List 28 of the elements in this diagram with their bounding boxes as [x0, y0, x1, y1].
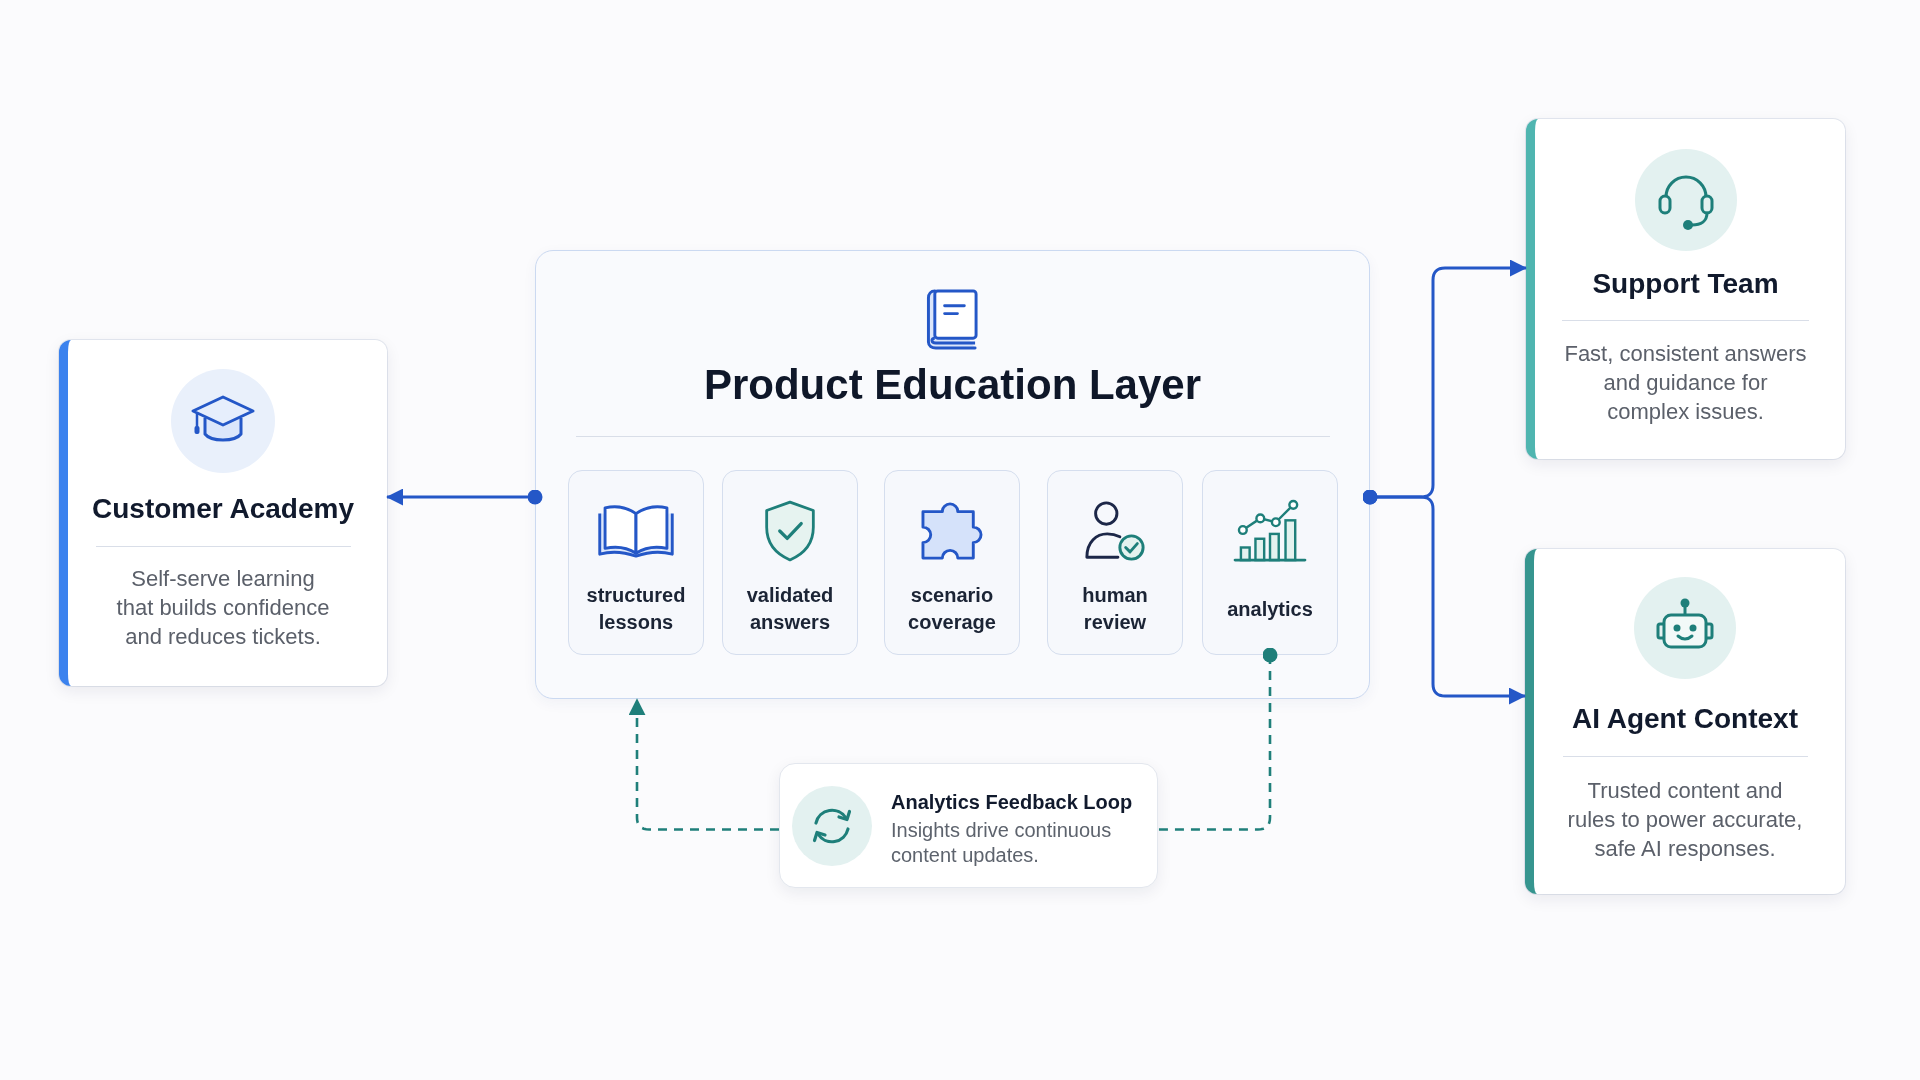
card-title: AI Agent Context — [1571, 702, 1799, 736]
layer-panel — [535, 250, 1370, 699]
card-description: Self-serve learning that builds confidence and reduces tickets. — [115, 565, 331, 651]
info-card — [1526, 119, 1845, 459]
card-description: Trusted content and rules to power accurate, safe AI responses. — [1566, 777, 1804, 863]
feature-tile — [722, 470, 858, 655]
dashed-arrow — [628, 698, 779, 831]
panel-title: Product Education Layer — [703, 360, 1202, 410]
feature-tile — [1202, 470, 1338, 655]
tile-label: structured lessons — [586, 583, 686, 635]
feedback-card — [779, 763, 1158, 888]
info-card — [1525, 549, 1845, 894]
arrow — [1362, 489, 1526, 705]
feature-tile — [568, 470, 704, 655]
info-card — [59, 340, 387, 686]
card-title: Customer Academy — [92, 492, 354, 526]
tile-label: scenario coverage — [908, 583, 996, 635]
dashed-connector — [1158, 647, 1278, 831]
card-title: Support Team — [1592, 267, 1779, 301]
arrow — [386, 488, 543, 506]
card-title: Analytics Feedback Loop — [891, 790, 1133, 815]
card-description: Fast, consistent answers and guidance for complex issues. — [1563, 340, 1808, 426]
tile-label: analytics — [1227, 596, 1313, 622]
tile-label: human review — [1082, 583, 1148, 635]
feature-tile — [884, 470, 1020, 655]
card-description: Insights drive continuous content updates. — [891, 818, 1113, 868]
tile-label: validated answers — [746, 583, 834, 635]
feature-tile — [1047, 470, 1183, 655]
